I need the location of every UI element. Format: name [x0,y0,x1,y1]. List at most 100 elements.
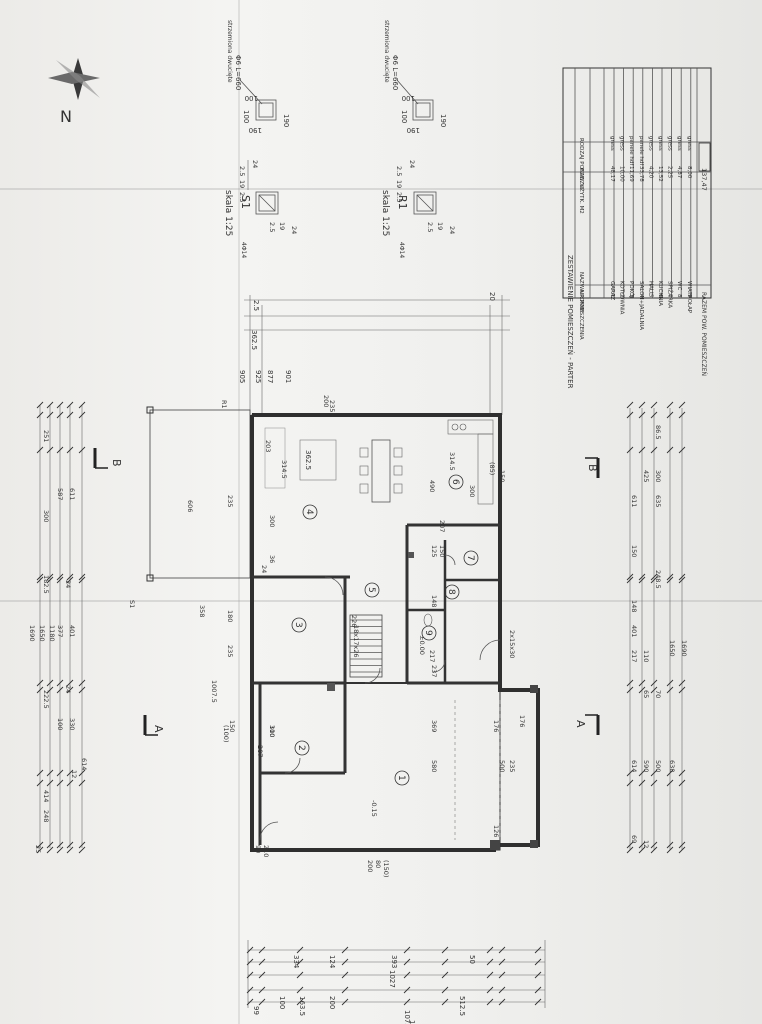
dim-top-value: 20 [488,292,496,301]
dim-bottom-value: 1115 [408,1020,416,1024]
dim-left-value: 25 [34,845,42,853]
dims-bottom: 99100163.5200512.51027107511153341243935… [252,955,476,1024]
room-table-cell: 33,78 [638,166,644,182]
dim-inner-value: 210 [262,845,270,857]
room-table-cell: 7 [667,294,673,298]
detail-s1-scale: skala 1:25 [223,190,233,236]
building-walls [250,413,540,852]
dim-top-value: 2.5 [252,300,260,311]
dim-inner-value: 580 [430,760,438,772]
dim-right-value: 86.5 [654,425,662,439]
dim-bottom-value: 334 [292,955,300,969]
dim-left-value: 1650 [38,625,46,642]
room-number-circle [291,617,307,633]
dim-bottom-value: 99 [252,1006,260,1015]
chair [359,483,369,494]
detail-r1-dim: 2.5 [426,222,434,232]
dim-inner-value: ±0.00 [418,635,426,655]
room-number: 3 [293,622,303,628]
room-table-cell: 48,17 [609,166,615,182]
detail-s1-box-dim: 100 [242,110,250,123]
detail-s1: Φ6 L=660 strzemiona dwucięte 100 190 190… [223,20,298,258]
section-label: A [152,725,165,733]
dim-inner-value: 369 [430,720,438,732]
dim-inner-value: R1 [220,400,228,409]
room-table-cell: gress [676,136,682,151]
dim-inner-value: 226 [350,615,358,627]
dim-left-value: 251 [42,430,50,442]
dim-right-value: 110 [642,650,650,662]
room-table-cell: panele hdf [638,136,644,166]
dim-inner-value: 150 [498,470,506,482]
dim-inner-value: 217 [428,650,436,662]
detail-s1-dim: 2.5 [238,192,246,202]
dim-bottom-value: 50 [468,955,476,964]
detail-s1-label: S1 [239,195,252,209]
dim-left-value: 401 [68,625,76,637]
room-table-cell: GARAŻ [609,281,616,300]
dim-left-value: 1690 [28,625,36,642]
dim-inner-value: 314.5 [280,460,288,479]
room-table-cell: gress [657,136,663,151]
dim-inner-value: 148 [430,595,438,607]
north-label: N [60,107,72,126]
dim-right-value: 425 [642,470,650,482]
dim-right-value: 401 [630,625,638,637]
dim-inner-value: (85) [488,462,496,475]
room-table-total-value: 137,47 [700,168,708,191]
room-table-cell: gress [609,136,615,151]
dim-left-value: 24 [64,580,72,588]
room-number: 6 [450,479,460,485]
dim-inner-value: (100) [222,725,230,742]
detail-r1-dim: 19 [395,180,403,188]
dim-inner-value: 36 [268,555,276,563]
detail-r1: Φ6 L=660 strzemiona dwucięte 100 190 190… [380,20,456,258]
dim-inner-value: 180 [226,610,234,622]
detail-r1-rebar-note: strzemiona dwucięte [383,20,390,83]
dim-left-value: 611 [68,488,76,500]
dim-right-value: 12 [642,840,650,848]
dim-right-value: 150 [630,545,638,557]
room-table-cell: 4,87 [676,166,682,179]
chair [359,447,369,458]
dim-right-value: 300 [654,470,662,482]
chair [393,483,403,494]
room-number-circle [302,504,318,520]
room-number: 9 [423,630,433,636]
dim-inner-value: 235 [226,645,234,657]
dim-right-value: 611 [630,495,638,507]
room-number: 1 [396,775,406,781]
room-table-cell: 9 [686,294,692,298]
room-table-cell: 13,52 [657,166,663,182]
room-table-cell: 4,20 [647,166,653,179]
dim-inner-value: 100 [268,725,276,737]
room-table-cell: WIATROŁAP [686,281,692,314]
room-table-cell: 8 [676,294,682,298]
dim-right-value: 248.5 [654,570,662,589]
room-number-circle [394,770,410,786]
paper-fold [0,600,762,602]
room-table-cell: 2,25 [667,166,673,179]
dim-bottom-value: 1027 [388,970,396,988]
dim-left-value: 12 [70,770,78,778]
dim-bottom-value: 124 [328,955,336,969]
dims-inner: 203314.5300235200235490314.5300(85)15020… [128,395,516,877]
dim-left-value: 222.5 [42,690,50,709]
detail-r1-label: R1 [396,195,409,210]
detail-r1-box-dim: 190 [439,114,447,127]
room-table: ZESTAWIENIE POMIESZCZEŃ - PARTER NR POM.… [562,67,712,389]
dim-left-value: 24 [64,685,72,693]
dim-inner-value: 125 [430,545,438,557]
dim-inner-value: 500 [498,760,506,772]
detail-r1-box-dim: 100 [402,94,415,102]
room-number: 2 [296,745,306,751]
dim-inner-value: 200 [366,860,374,872]
detail-s1-dim: 19 [278,222,286,230]
detail-r1-rebar: 4Φ14 [398,242,405,258]
detail-s1-box-dim: 100 [245,94,258,102]
room-number: 4 [304,509,314,515]
detail-s1-rebar-spec: Φ6 L=660 [234,55,242,90]
room-table-cell: gress [667,136,673,151]
paper-fold [0,188,762,190]
